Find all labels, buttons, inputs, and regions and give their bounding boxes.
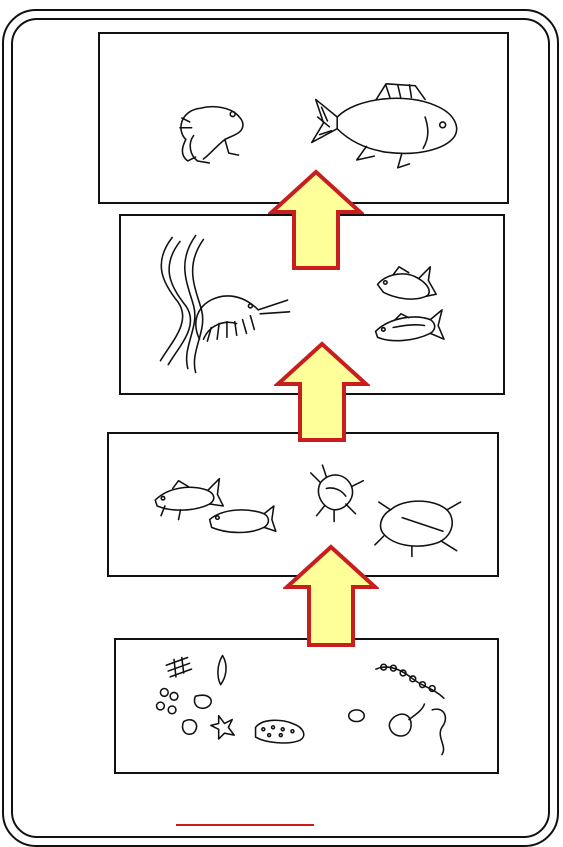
algae-icon [256, 720, 304, 743]
small-fish-icon [155, 479, 223, 520]
diatom-icon [166, 656, 226, 685]
water-beetle-icon [375, 501, 461, 556]
algae-chain-icon [376, 664, 446, 754]
arrow-up-icon [283, 543, 379, 649]
worm-icon [160, 236, 203, 373]
footer-divider [176, 824, 314, 826]
fish-large-icon [312, 84, 457, 168]
shrimp-icon [196, 296, 290, 341]
level-1-organisms [116, 640, 497, 772]
frog-icon [180, 107, 243, 163]
protozoa-icon [349, 710, 365, 722]
small-fish-icon [210, 506, 276, 533]
footer-label [176, 804, 314, 822]
arrow-up-icon [274, 340, 370, 444]
arrow-up-icon [268, 168, 364, 272]
small-fish-icon [378, 267, 437, 299]
small-fish-icon [376, 310, 444, 341]
level-1-panel [114, 638, 499, 774]
water-beetle-icon [311, 465, 364, 521]
protozoa-icon [157, 689, 235, 739]
